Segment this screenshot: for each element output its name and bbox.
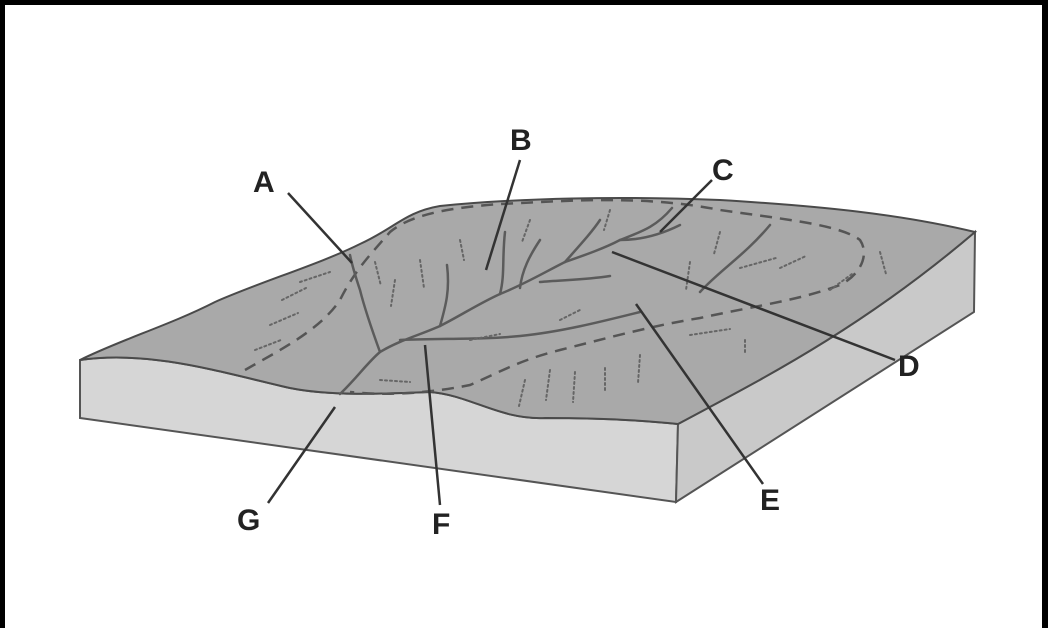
leader-lines — [266, 159, 896, 506]
tributary — [563, 218, 602, 264]
label-b: B — [510, 124, 532, 157]
leader-line-a — [287, 192, 353, 264]
tributary — [438, 263, 450, 328]
tributary — [698, 223, 772, 294]
river-network — [338, 206, 772, 396]
label-f: F — [432, 508, 450, 541]
label-c: C — [712, 154, 734, 187]
label-a: A — [253, 166, 275, 199]
tributary — [518, 238, 542, 290]
leader-line-g — [266, 406, 337, 504]
tributary — [398, 310, 642, 342]
hillslope-texture — [254, 209, 887, 407]
leader-line-e — [634, 303, 765, 485]
tributary — [618, 223, 682, 242]
tributary — [498, 230, 507, 296]
label-e: E — [760, 484, 780, 517]
leader-line-f — [423, 344, 442, 506]
label-d: D — [898, 350, 920, 383]
drainage-divide-line — [244, 198, 866, 395]
label-g: G — [237, 504, 260, 537]
tributary — [348, 253, 382, 354]
leader-line-d — [611, 250, 896, 362]
leader-line-b — [484, 159, 522, 271]
tributary — [538, 274, 612, 284]
leader-line-c — [659, 179, 713, 233]
